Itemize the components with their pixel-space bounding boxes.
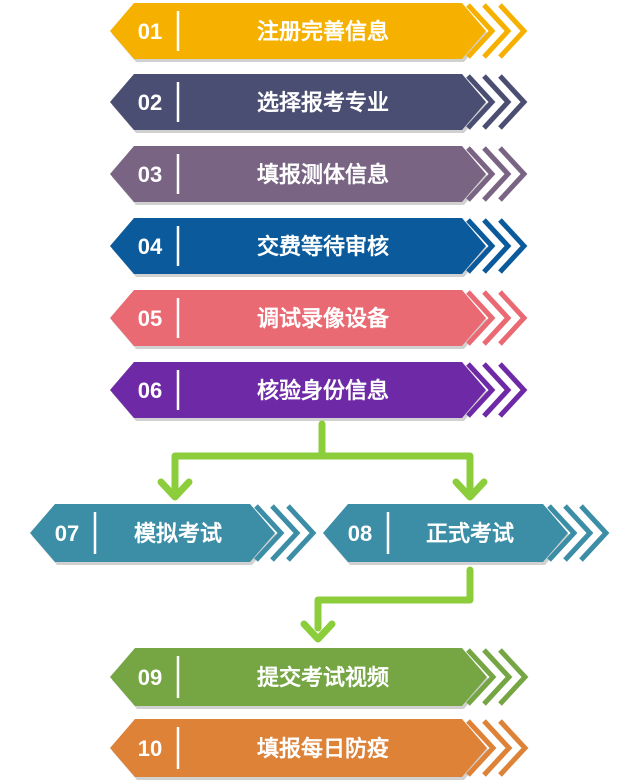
banner-body: [110, 146, 486, 202]
step-number: 10: [138, 736, 162, 761]
step-label: 选择报考专业: [257, 90, 389, 116]
chevron-right-icon: [466, 146, 496, 202]
banner-body: [110, 719, 487, 777]
step-number: 07: [55, 521, 79, 546]
step-number: 05: [138, 306, 162, 331]
banner-body: [110, 218, 486, 274]
banner-body: [30, 504, 275, 562]
chevron-right-icon: [466, 719, 497, 777]
step-label: 模拟考试: [134, 522, 222, 547]
step-banner-07: 07 模拟考试: [30, 504, 317, 565]
chevron-right-icon: [466, 290, 496, 346]
chevron-right-icon: [482, 719, 513, 777]
step-banner-05: 05 调试录像设备: [110, 290, 528, 349]
banner-body: [110, 3, 486, 59]
step-label: 核验身份信息: [257, 378, 389, 404]
banner-body: [110, 74, 486, 130]
step-banner-03: 03 填报测体信息: [110, 146, 528, 205]
chevron-right-icon: [482, 648, 513, 706]
step-label: 正式考试: [426, 522, 514, 547]
chevron-right-icon: [254, 504, 285, 562]
chevron-right-icon: [482, 74, 512, 130]
step-label: 调试录像设备: [257, 306, 390, 332]
chevron-right-icon: [270, 504, 301, 562]
chevron-right-icon: [482, 3, 512, 59]
chevron-right-icon: [498, 3, 528, 59]
banner-body: [110, 362, 486, 418]
chevron-right-icon: [498, 362, 528, 418]
step-number: 04: [138, 234, 163, 259]
chevron-right-icon: [466, 362, 496, 418]
chevron-right-icon: [466, 648, 497, 706]
chevron-right-icon: [466, 3, 496, 59]
arrow-down-icon: [452, 478, 488, 501]
step-number: 03: [138, 162, 162, 187]
step-banner-10: 10 填报每日防疫: [110, 719, 529, 780]
chevron-right-icon: [466, 74, 496, 130]
chevron-right-icon: [482, 362, 512, 418]
chevron-right-icon: [498, 74, 528, 130]
chevron-right-icon: [482, 290, 512, 346]
flow-connectors: [157, 420, 488, 643]
step-number: 06: [138, 378, 162, 403]
arrow-down-icon: [157, 478, 193, 501]
banner-body: [110, 648, 487, 706]
banner-body: [323, 504, 568, 562]
step-banner-01: 01 注册完善信息: [110, 3, 528, 62]
chevron-right-icon: [563, 504, 594, 562]
chevron-right-icon: [466, 218, 496, 274]
connector-split-line: [171, 420, 474, 492]
chevron-right-icon: [482, 146, 512, 202]
banner-body: [110, 290, 486, 346]
step-number: 02: [138, 90, 162, 115]
chevron-right-icon: [498, 218, 528, 274]
step-label: 注册完善信息: [257, 19, 389, 45]
step-banner-09: 09 提交考试视频: [110, 648, 529, 709]
chevron-right-icon: [498, 648, 529, 706]
chevron-right-icon: [482, 218, 512, 274]
chevron-right-icon: [286, 504, 317, 562]
step-label: 提交考试视频: [257, 665, 389, 691]
chevron-right-icon: [498, 290, 528, 346]
step-banner-02: 02 选择报考专业: [110, 74, 528, 133]
chevron-right-icon: [547, 504, 578, 562]
step-label: 填报测体信息: [257, 162, 389, 188]
connector-merge-line: [314, 566, 474, 632]
chevron-right-icon: [498, 719, 529, 777]
step-number: 09: [138, 665, 162, 690]
step-label: 交费等待审核: [257, 234, 389, 260]
chevron-right-icon: [579, 504, 610, 562]
step-banner-08: 08 正式考试: [323, 504, 610, 565]
step-number: 08: [348, 521, 372, 546]
arrow-down-icon: [300, 620, 336, 643]
step-banner-06: 06 核验身份信息: [110, 362, 528, 421]
chevron-right-icon: [498, 146, 528, 202]
step-label: 填报每日防疫: [257, 736, 389, 762]
step-banner-04: 04 交费等待审核: [110, 218, 528, 277]
step-number: 01: [138, 19, 162, 44]
